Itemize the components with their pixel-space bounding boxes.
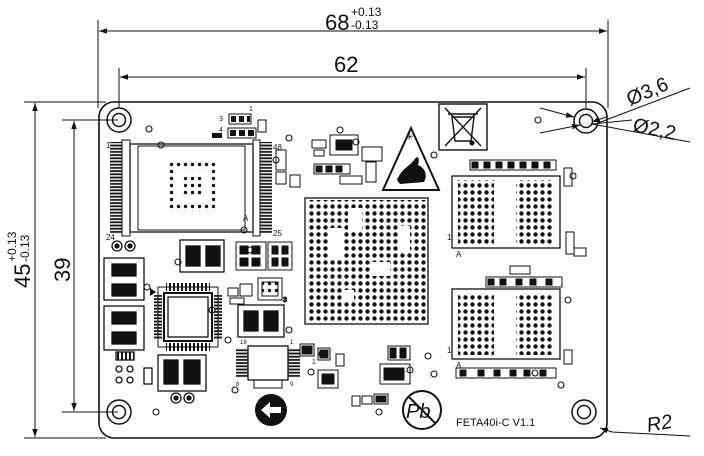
- connector-a-marker: A: [243, 214, 249, 223]
- reg-pin-3: 3: [283, 297, 287, 304]
- bottom-ic-pin-1: 1: [312, 359, 316, 366]
- dimension-overall-width: 68 +0.13 -0.13: [97, 5, 609, 108]
- mem1-marker-a: A: [456, 250, 462, 259]
- qfp-chip: [150, 283, 222, 351]
- corner-radius-label: R2: [645, 411, 674, 437]
- smd-group-top: [275, 134, 383, 188]
- soic-chip: 16 1 8 9: [236, 340, 300, 389]
- connector-pin-1: 1: [106, 141, 111, 150]
- overall-height-value: 45: [10, 264, 35, 288]
- overall-height-tol-plus: +0.13: [5, 231, 19, 262]
- esd-mark: ✳: [406, 132, 414, 142]
- inductor-qfp-bottom: [157, 354, 207, 404]
- connector-left: 1 24 48 25 A: [106, 139, 282, 242]
- chip-pin-1: 1: [290, 340, 294, 346]
- memory-chip-top: 1 A: [447, 175, 561, 259]
- connector-pin-48: 48: [273, 143, 282, 152]
- hole-pitch-width-value: 62: [334, 52, 358, 77]
- dimension-hole-pitch-height: 39: [50, 119, 118, 413]
- regulator-cluster: 3: [227, 241, 293, 305]
- mounting-hole-top-right: [573, 108, 599, 134]
- inductor-qfp-top: [179, 239, 225, 273]
- esd-warning-icon: [381, 125, 441, 191]
- hole-pitch-height-value: 39: [50, 258, 75, 282]
- memory-chip-bottom: 1 A: [447, 288, 561, 370]
- chip-pin-16: 16: [240, 340, 247, 346]
- lead-free-icon: Pb: [402, 390, 442, 430]
- mem2-pin-1: 1: [447, 346, 452, 355]
- small-header: 3 4 1: [212, 106, 267, 139]
- dimension-hole-diameters: Ø3,6 Ø2,2: [539, 73, 691, 145]
- dimension-overall-height: 45 +0.13 -0.13: [5, 101, 106, 439]
- crossed-bin-icon: [438, 103, 488, 151]
- mounting-hole-bottom-right: [571, 399, 597, 425]
- lead-free-text: Pb: [406, 401, 430, 423]
- mem2-marker-a: A: [456, 361, 462, 370]
- dimension-corner-radius: R2: [599, 411, 691, 437]
- hole-inner-diameter-label: Ø2,2: [631, 114, 678, 145]
- overall-height-tol-minus: -0.13: [18, 234, 32, 262]
- power-inductors-left: [103, 240, 153, 385]
- overall-width-tol-plus: +0.13: [351, 5, 382, 19]
- chip-pin-9: 9: [290, 382, 294, 388]
- mem1-pin-1: 1: [447, 233, 452, 242]
- soc-bga: [304, 197, 429, 325]
- board-model-label: FETA40i-C V1.1: [456, 417, 535, 429]
- passive-rows: [455, 159, 587, 379]
- mounting-hole-bottom-left: [106, 399, 132, 425]
- connector-pin-24: 24: [106, 233, 115, 242]
- connector-pin-25: 25: [273, 229, 282, 238]
- header-pin-3: 3: [219, 116, 223, 123]
- arrow-left-icon: [255, 394, 287, 426]
- overall-width-tol-minus: -0.13: [351, 18, 379, 32]
- chip-pin-8: 8: [236, 382, 240, 388]
- hole-outer-diameter-label: Ø3,6: [623, 73, 672, 110]
- board-outline: [98, 101, 608, 439]
- smd-group-bottom: 1: [299, 343, 411, 407]
- mounting-hole-top-left: [106, 107, 132, 133]
- header-pin-1: 1: [249, 106, 253, 113]
- header-pin-4: 4: [219, 127, 223, 134]
- overall-width-value: 68: [325, 10, 349, 35]
- inductor-middle: [237, 304, 285, 338]
- dimension-hole-pitch-width: 62: [118, 52, 587, 108]
